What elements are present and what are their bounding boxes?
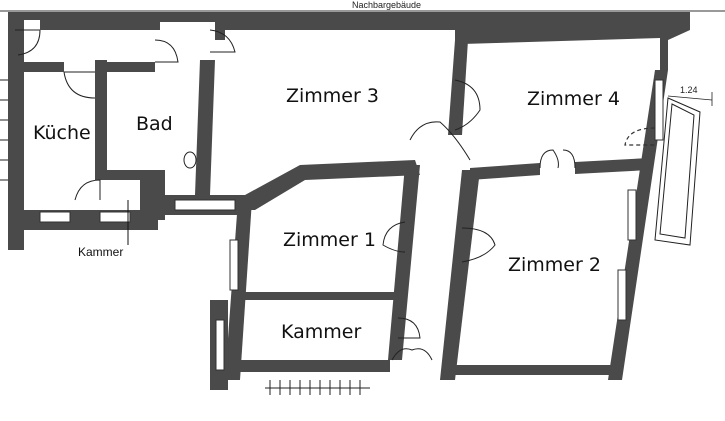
door-zimmer1 xyxy=(382,221,406,253)
dimension-line xyxy=(667,95,713,101)
balcony-inner xyxy=(659,103,695,239)
stairs-left xyxy=(0,79,8,181)
door-zimmer4-double xyxy=(539,149,576,169)
window-corridor xyxy=(174,199,236,211)
wall-zimmer4-bottom xyxy=(470,163,540,180)
wall-kitchen-bad xyxy=(95,60,107,180)
door-bad-top xyxy=(209,29,236,53)
door-corridor-bottom xyxy=(391,348,433,361)
door-kammer-small xyxy=(74,179,101,201)
door-kitchen xyxy=(63,71,96,99)
toilet-fixture xyxy=(183,151,197,169)
window-zimmer1 xyxy=(229,239,239,291)
room-label-bad: Bad xyxy=(136,113,173,135)
wall-top-right xyxy=(455,15,690,72)
dashed-door-arc xyxy=(624,127,656,146)
room-label-kueche: Küche xyxy=(33,122,91,144)
window-zimmer2-right-2 xyxy=(617,269,627,321)
room-label-kammer: Kammer xyxy=(281,321,361,343)
window-kitchen xyxy=(39,211,71,223)
wall-kammer-bottom xyxy=(230,360,390,372)
wall-bad-top xyxy=(95,62,155,72)
wall-zimmer2-bottom xyxy=(450,365,618,375)
room-label-zimmer4: Zimmer 4 xyxy=(527,88,620,110)
room-label-kammer-small: Kammer xyxy=(78,245,123,259)
door-zimmer3-corridor xyxy=(409,121,471,161)
wall-left-outer xyxy=(8,20,24,250)
neighbor-label: Nachbargebäude xyxy=(352,0,421,10)
room-label-zimmer2: Zimmer 2 xyxy=(508,254,601,276)
door-zimmer3-zimmer4 xyxy=(454,79,481,131)
balcony xyxy=(654,97,701,246)
room-label-zimmer1: Zimmer 1 xyxy=(283,229,376,251)
wall-bad-bottom xyxy=(100,170,145,180)
wall-zimmer4-bottom-right xyxy=(575,158,650,174)
wall-corridor-left xyxy=(388,165,420,360)
dimension-label: 1.24 xyxy=(680,85,698,95)
door-entrance-top-left xyxy=(15,29,41,56)
wall-top xyxy=(8,12,690,40)
door-kammer xyxy=(397,317,421,339)
wall-zimmer3-zimmer4 xyxy=(448,40,468,135)
stairs xyxy=(265,380,370,395)
wall-kitchen-bottom xyxy=(8,210,158,230)
wall-bad-right xyxy=(195,60,215,195)
window-left-bottom xyxy=(215,319,225,371)
wall-zimmer1-kammer xyxy=(245,292,405,300)
window-zimmer2-right-1 xyxy=(627,189,637,241)
window-zimmer4-right xyxy=(654,79,664,141)
wall-kitchen-top xyxy=(24,62,64,72)
wall-corridor-right xyxy=(440,170,480,380)
door-bad xyxy=(154,39,179,63)
room-label-zimmer3: Zimmer 3 xyxy=(286,85,379,107)
door-zimmer2 xyxy=(461,227,496,263)
window-kitchen-2 xyxy=(99,211,131,223)
